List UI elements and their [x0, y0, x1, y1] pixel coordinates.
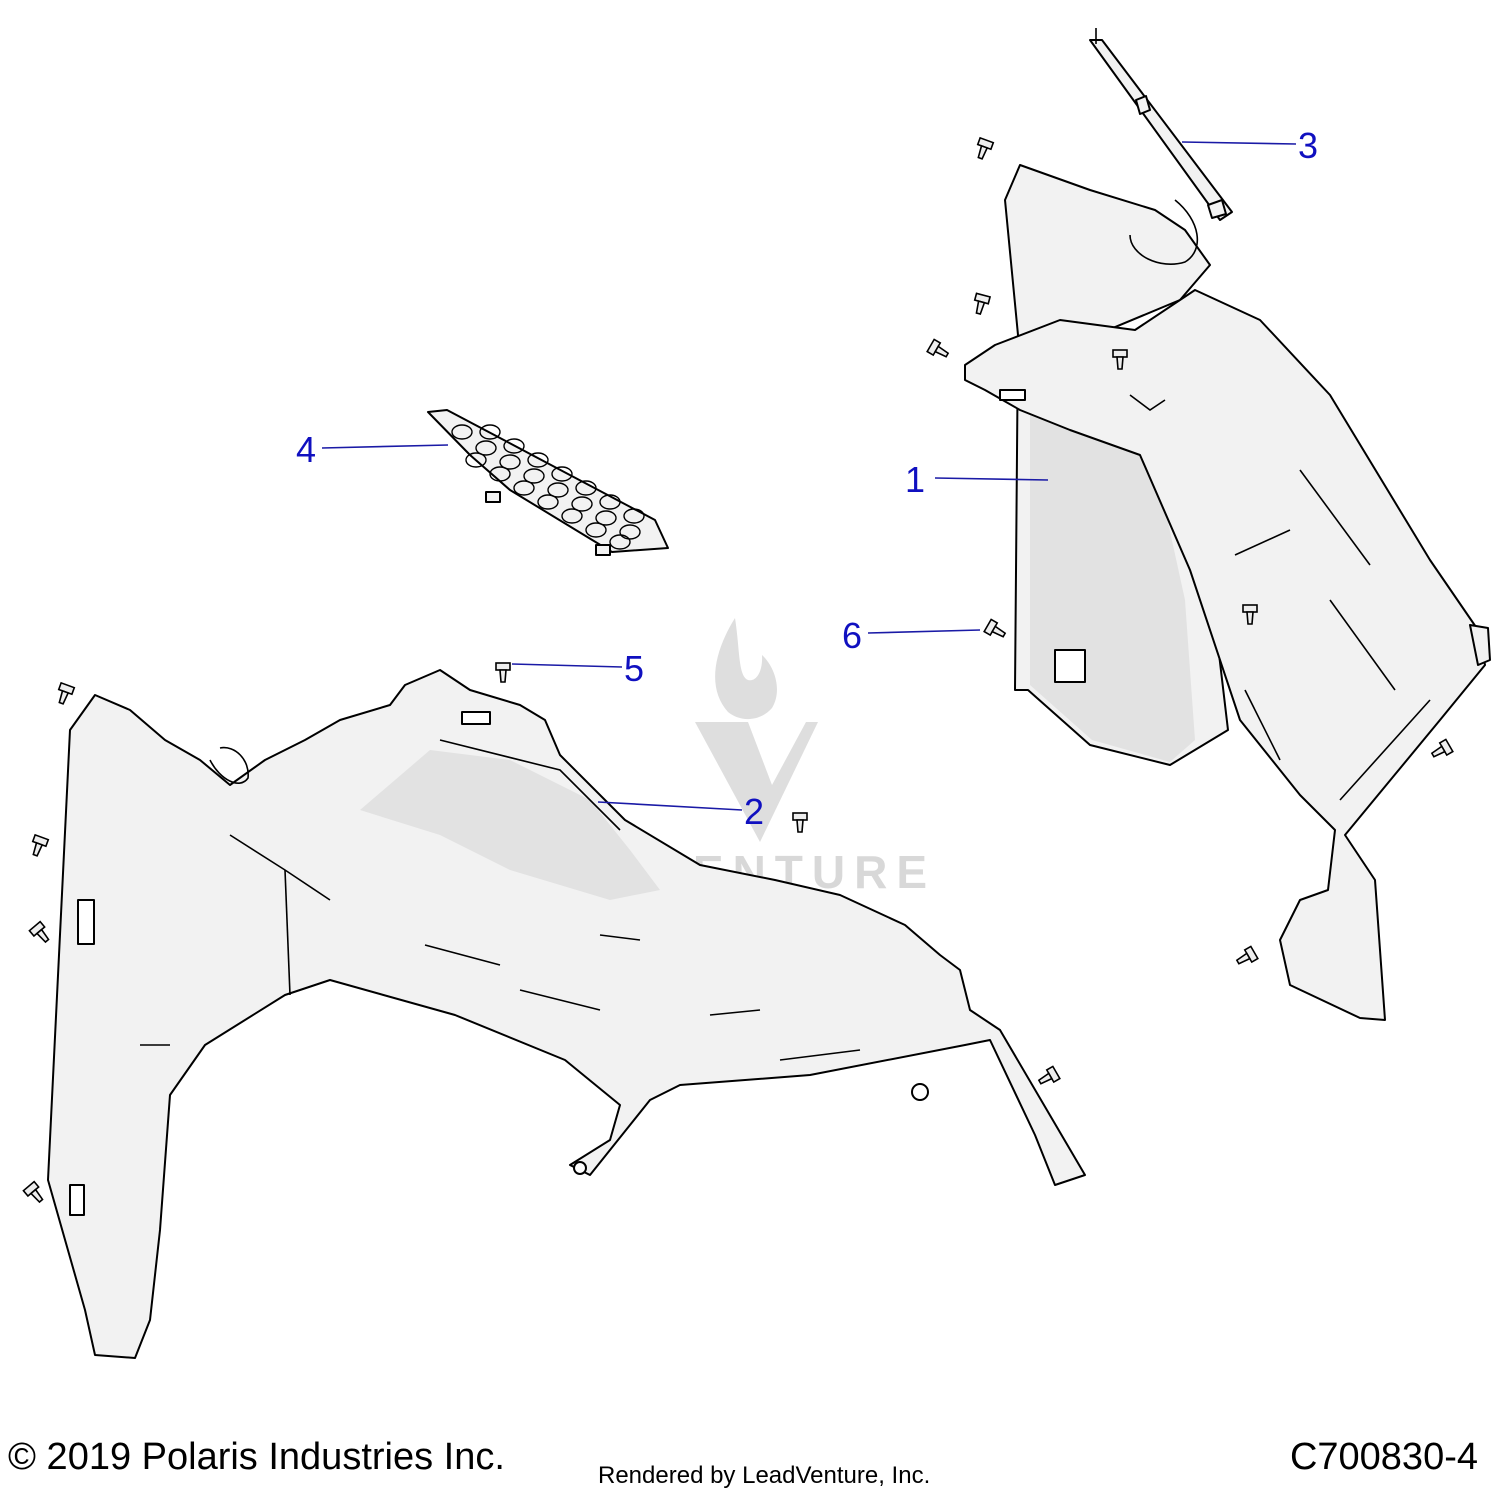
- leader-6: [867, 629, 981, 634]
- rivet-icon: [1112, 349, 1128, 370]
- leader-3: [1181, 141, 1297, 145]
- rivet-icon: [28, 920, 50, 944]
- rendered-by-credit: Rendered by LeadVenture, Inc.: [598, 1462, 931, 1489]
- rivet-icon: [1242, 604, 1258, 625]
- leader-5: [511, 663, 623, 668]
- rivet-icon: [1430, 738, 1454, 758]
- rivet-icon: [1235, 945, 1259, 965]
- callout-4: 4: [296, 429, 316, 470]
- rivet-icon: [976, 136, 995, 160]
- drawing-number: C700830-4: [1289, 1436, 1478, 1478]
- rivet-icon: [926, 338, 950, 358]
- copyright-notice: © 2019 Polaris Industries Inc.: [8, 1436, 505, 1478]
- leader-4: [321, 444, 449, 449]
- callout-1: 1: [905, 459, 925, 500]
- rivet-icon: [57, 681, 76, 705]
- rivet-icon: [495, 662, 511, 683]
- part-1-right-fender: [964, 164, 1491, 1021]
- leader-1: [934, 477, 1049, 481]
- rivet-icon: [31, 833, 50, 857]
- fasteners: [22, 136, 1454, 1204]
- rivet-icon: [983, 618, 1007, 638]
- callout-3: 3: [1298, 125, 1318, 166]
- part-2-left-fender: [47, 669, 1086, 1359]
- callout-labels: 1 2 3 4 5 6: [296, 125, 1318, 832]
- callout-5: 5: [624, 648, 644, 689]
- leader-2: [597, 801, 743, 811]
- rivet-icon: [973, 292, 992, 316]
- rivet-icon: [1037, 1065, 1061, 1085]
- part-3-bracket: [1089, 28, 1233, 221]
- part-4-grille: [427, 409, 669, 556]
- callout-6: 6: [842, 615, 862, 656]
- rivet-icon: [792, 812, 808, 833]
- leader-lines: [321, 141, 1297, 811]
- callout-2: 2: [744, 791, 764, 832]
- rivet-icon: [22, 1180, 44, 1204]
- v-mark: [695, 722, 818, 842]
- flame-mark: [715, 618, 777, 720]
